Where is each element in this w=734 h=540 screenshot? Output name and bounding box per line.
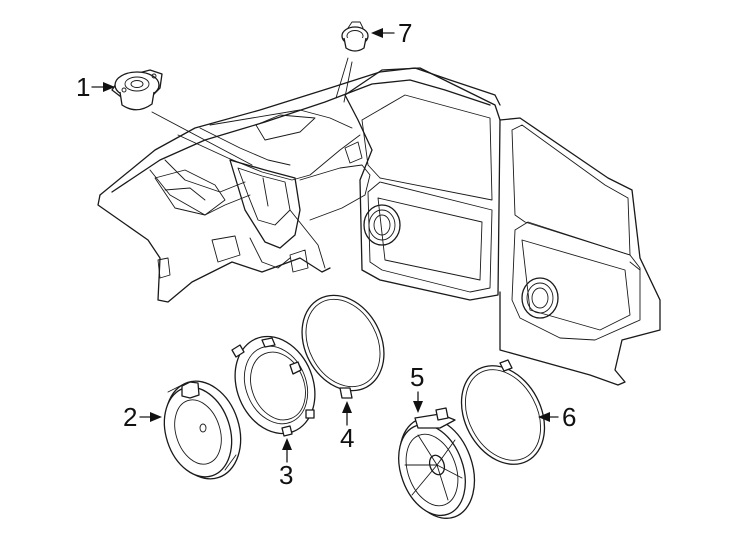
callout-7-label: 7 [398, 18, 412, 48]
part-4-gasket [301, 294, 385, 399]
callout-7-arrow-icon [371, 28, 383, 38]
callout-2-arrow-icon [150, 412, 162, 422]
callout-6-arrow-icon [538, 412, 550, 422]
part-1-tweeter [111, 69, 253, 166]
callout-4-label: 4 [340, 423, 354, 453]
callout-6-label: 6 [562, 402, 576, 432]
callout-3-arrow-icon [282, 438, 292, 450]
callout-5-arrow-icon [413, 401, 423, 413]
callout-4-arrow-icon [342, 401, 352, 413]
callout-2: 2 [123, 402, 162, 432]
callout-1: 1 [76, 72, 115, 102]
callout-4: 4 [340, 401, 354, 453]
callout-5-label: 5 [410, 362, 424, 392]
callout-7: 7 [371, 18, 412, 48]
part-6-gasket [460, 359, 546, 465]
callout-2-label: 2 [123, 402, 137, 432]
part-5-speaker [398, 407, 476, 519]
part-3-adapter-ring [231, 335, 316, 437]
callout-3: 3 [279, 438, 293, 490]
callout-3-label: 3 [279, 460, 293, 490]
part-7-tweeter [341, 21, 369, 52]
part-2-speaker [163, 380, 242, 480]
callout-5: 5 [410, 362, 424, 413]
vehicle-interior-outline [97, 57, 661, 386]
callout-6: 6 [538, 402, 576, 432]
callout-1-label: 1 [76, 72, 90, 102]
callout-1-arrow-icon [103, 82, 115, 92]
